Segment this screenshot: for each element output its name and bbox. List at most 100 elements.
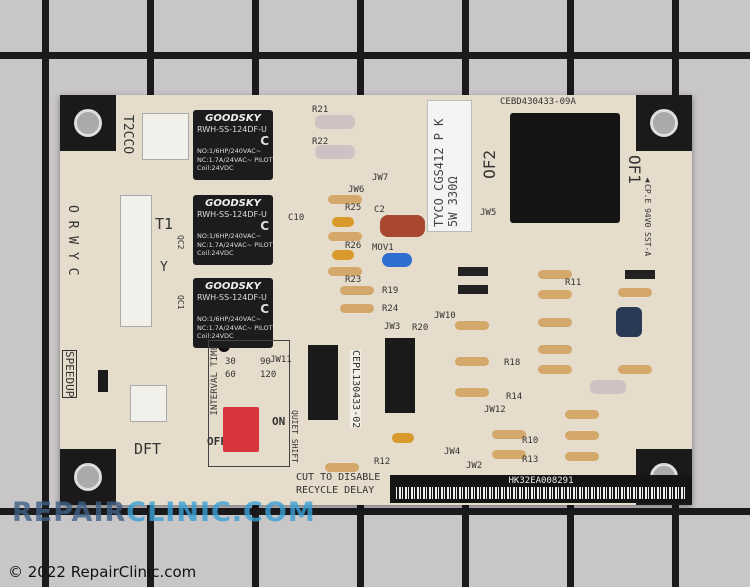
label-r22: R22: [312, 137, 329, 147]
label-timer: 90: [260, 357, 271, 367]
label-jw6: JW6: [348, 185, 365, 195]
diode: [625, 270, 655, 279]
resistor: [443, 357, 501, 366]
resistor: [316, 267, 374, 276]
label-of2: OF2: [480, 150, 499, 179]
label-r11: R11: [565, 278, 582, 288]
label-jw2: JW2: [466, 461, 483, 471]
label-r21: R21: [312, 105, 329, 115]
label-jw12: JW12: [484, 405, 506, 415]
label-r14: R14: [506, 392, 523, 402]
label-jw10: JW10: [434, 311, 456, 321]
varistor-mov1: [382, 253, 412, 267]
connector-p3: [130, 385, 167, 422]
mounting-corner: [60, 95, 116, 151]
label-timer: 120: [260, 370, 277, 380]
label-r18: R18: [504, 358, 521, 368]
mounting-hole-icon: [650, 109, 678, 137]
label-quiet-shift: QUIET SHIFT: [290, 410, 299, 463]
resistor: [553, 431, 611, 440]
watermark-logo: REPAIRCLINIC.COM: [12, 497, 316, 528]
label-cut: CUT TO DISABLE: [296, 472, 381, 483]
label-dft: DFT: [134, 440, 162, 458]
board-part-number: CEBD430433-09A: [500, 97, 576, 107]
resistor: [526, 270, 584, 279]
mounting-hole-icon: [74, 463, 102, 491]
resistor-r1: [590, 380, 626, 394]
label-off: OFF: [207, 435, 227, 448]
thermostat-connector: [120, 195, 152, 327]
resistor: [553, 452, 611, 461]
label-c10: C10: [288, 213, 305, 223]
resistor: [526, 365, 584, 374]
capacitor-c2: [380, 215, 425, 237]
label-c2: C2: [374, 205, 385, 215]
label-t1: T1: [155, 215, 174, 233]
resistor: [526, 345, 584, 354]
label-of1: OF1: [625, 155, 644, 184]
label-r20: R20: [412, 323, 429, 333]
label-terminals: O R W Y C: [65, 205, 80, 276]
label-r25: R25: [345, 203, 362, 213]
resistor: [480, 430, 538, 439]
grid-line: [0, 508, 750, 515]
barcode-label: HK32EA008291: [390, 475, 692, 503]
label-interval-time: INTERVAL TIME: [210, 345, 220, 416]
resistor: [606, 288, 664, 297]
circuit-board: T2CCO O R W Y C T1 Y SPEEDUP DFT GOODSKY…: [60, 95, 692, 505]
label-recycle-delay: RECYCLE DELAY: [296, 485, 375, 496]
label-jw4: JW4: [444, 447, 461, 457]
mounting-hole-icon: [74, 109, 102, 137]
resistor: [480, 450, 538, 459]
label-timer: 30: [225, 357, 236, 367]
ic-label: CEPL130433-02: [350, 350, 361, 429]
label-jw7: JW7: [372, 173, 389, 183]
label-r13: R13: [522, 455, 539, 465]
resistor: [328, 286, 386, 295]
label-r10: R10: [522, 436, 539, 446]
resistor: [526, 290, 584, 299]
capacitor: [332, 217, 354, 227]
resistor: [316, 232, 374, 241]
label-speedup: SPEEDUP: [62, 350, 77, 399]
resistor: [316, 195, 374, 204]
mounting-corner: [60, 449, 116, 505]
label-r24: R24: [382, 304, 399, 314]
label-on: ON: [272, 415, 286, 428]
label-timer: 60: [225, 370, 236, 380]
connector-p2: [142, 113, 189, 160]
label-jw3: JW3: [384, 322, 401, 332]
ic-chip: [385, 338, 415, 413]
mounting-corner: [636, 95, 692, 151]
label-ul: ▲CP.E 94V0 SST-A: [643, 175, 652, 257]
resistor: [443, 321, 501, 330]
fan-relay: [510, 113, 620, 223]
copyright-text: © 2022 RepairClinic.com: [8, 563, 197, 581]
jumper-j1[interactable]: [98, 370, 108, 392]
grid-line: [0, 52, 750, 59]
resistor: [443, 388, 501, 397]
resistor: [328, 304, 386, 313]
label-r23: R23: [345, 275, 362, 285]
ic-chip: [308, 345, 338, 420]
diode: [458, 285, 488, 294]
timer-box: [208, 340, 290, 467]
capacitor: [332, 250, 354, 260]
dip-switch[interactable]: [223, 407, 259, 452]
grid-line: [42, 0, 49, 587]
label-r12: R12: [374, 457, 391, 467]
resistor: [606, 365, 664, 374]
label-qc1: QC1: [176, 295, 185, 310]
resistor: [553, 410, 611, 419]
label-y: Y: [160, 260, 168, 275]
label-qc2: QC2: [176, 235, 185, 250]
electrolytic-capacitor: [616, 307, 642, 337]
label-jw11: JW11: [270, 355, 292, 365]
resistor-r21: [315, 115, 355, 129]
resistor-r22: [315, 145, 355, 159]
label-jw5: JW5: [480, 208, 497, 218]
